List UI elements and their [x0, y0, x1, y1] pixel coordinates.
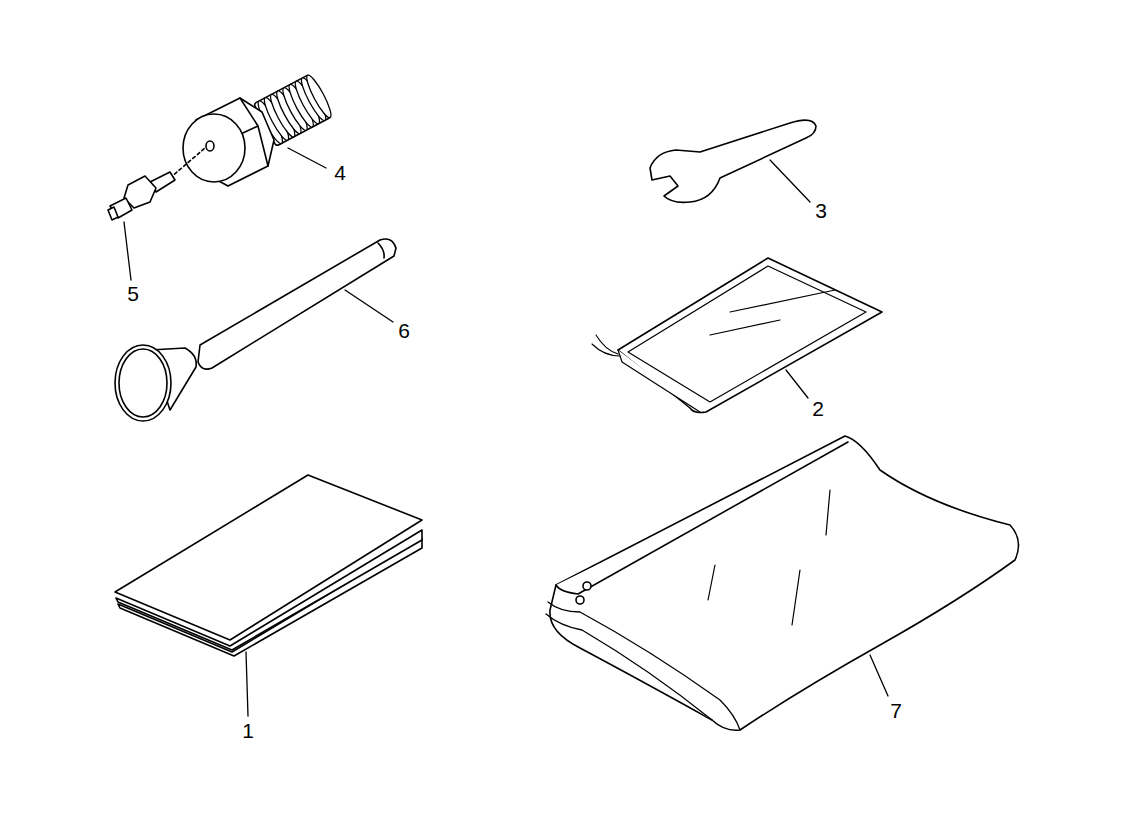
callout-number: 4	[332, 161, 348, 184]
callout-number: 6	[396, 319, 412, 342]
callout-number: 1	[240, 719, 256, 742]
leader-lines	[124, 148, 888, 716]
hex-plug	[183, 73, 335, 186]
booklet	[115, 475, 422, 656]
cloth-bag	[546, 436, 1019, 730]
wrench	[650, 120, 816, 202]
plastic-bag	[592, 258, 882, 413]
callout-number: 7	[888, 699, 904, 722]
callout-number: 3	[813, 199, 829, 222]
callout-number: 2	[810, 397, 826, 420]
funnel	[115, 239, 396, 421]
callout-number: 5	[125, 282, 141, 305]
grease-nipple	[108, 148, 205, 220]
